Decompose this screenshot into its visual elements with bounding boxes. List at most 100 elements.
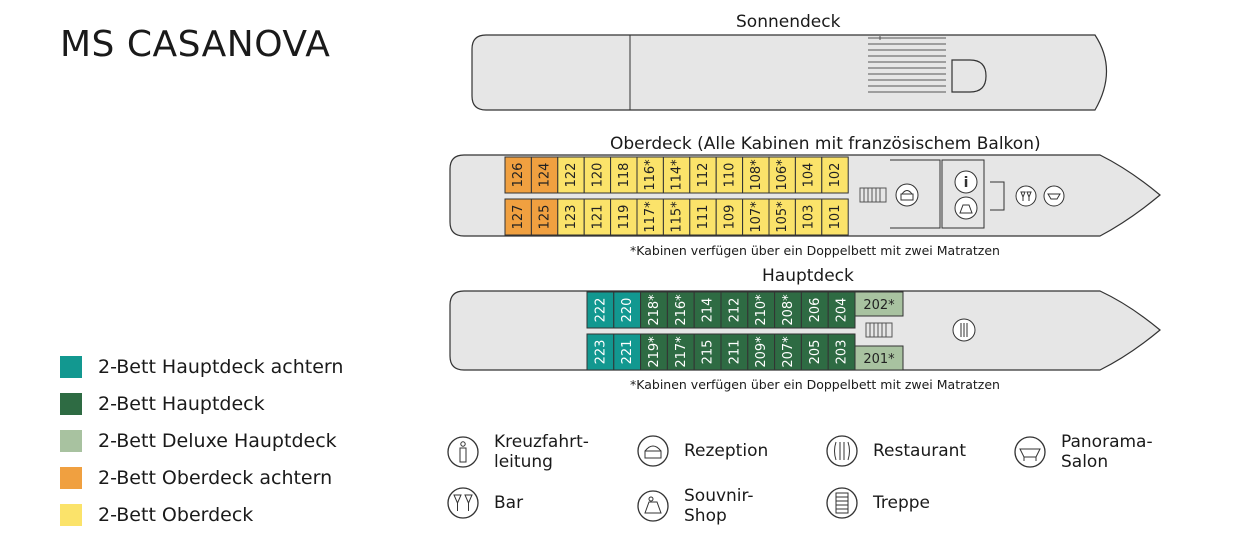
cabin-number: 204	[835, 298, 850, 323]
cabin-number: 212	[727, 298, 742, 323]
legend-label: 2-Bett Hauptdeck achtern	[98, 355, 344, 378]
cabin-number: 109	[722, 205, 737, 230]
oberdeck-door	[990, 181, 1005, 211]
cabin-number: 214	[701, 298, 716, 323]
legend-swatch	[60, 466, 82, 489]
legend-label: 2-Bett Oberdeck	[98, 503, 254, 526]
key-stairs: Treppe	[825, 486, 930, 520]
key-panorama-salon: Panorama-Salon	[1013, 432, 1171, 472]
cabin: 104	[794, 156, 823, 194]
sonnendeck-title: Sonnendeck	[736, 12, 841, 32]
cabin: 123	[557, 198, 585, 236]
oberdeck-hull	[449, 154, 1161, 237]
cabin-number: 209*	[754, 336, 769, 368]
hauptdeck-note: *Kabinen verfügen über ein Doppelbett mi…	[630, 377, 1000, 392]
oberdeck-note: *Kabinen verfügen über ein Doppelbett mi…	[630, 243, 1000, 258]
cabin: 211	[720, 333, 749, 371]
shop-icon	[637, 490, 669, 522]
cabin-number: 220	[620, 298, 635, 323]
cabin-deluxe: 202*	[854, 291, 904, 317]
cabin-number: 208*	[781, 294, 796, 326]
cabin-number: 112	[696, 163, 711, 188]
cabin-number: 206	[808, 298, 823, 323]
cabin: 209*	[747, 333, 776, 371]
cabin-number: 205	[808, 340, 823, 365]
key-label: Panorama-Salon	[1061, 432, 1153, 472]
hauptdeck-stairs	[865, 322, 893, 338]
cabin: 106*	[768, 156, 796, 194]
cabin-number: 121	[590, 205, 605, 230]
cabin-number: 201*	[863, 352, 895, 367]
cabin-number: 127	[511, 205, 526, 230]
cabin-number: 221	[620, 340, 635, 365]
legend-label: 2-Bett Oberdeck achtern	[98, 466, 333, 489]
cabin: 101	[821, 198, 849, 236]
cabin: 120	[583, 156, 612, 194]
key-label: Restaurant	[873, 441, 967, 461]
cabin: 218*	[640, 291, 668, 329]
cabin-number: 207*	[781, 336, 796, 368]
legend-item: 2-Bett Deluxe Hauptdeck	[60, 422, 343, 459]
cabin-number: 223	[593, 340, 608, 365]
cabin: 220	[613, 291, 642, 329]
panorama-salon-icon	[1014, 436, 1046, 468]
shop-icon-oberdeck	[954, 196, 978, 220]
key-restaurant: Restaurant	[825, 434, 966, 468]
cabin: 105*	[768, 198, 796, 236]
cabin-number: 107*	[749, 201, 764, 233]
cabin: 210*	[747, 291, 776, 329]
cabin: 127	[504, 198, 532, 236]
key-label: Souvnir-Shop	[684, 486, 754, 526]
cabin-number: 219*	[647, 336, 662, 368]
cabin-number: 118	[617, 163, 632, 188]
legend-swatch	[60, 355, 82, 378]
oberdeck-info-area	[941, 159, 985, 229]
cabin: 203	[827, 333, 856, 371]
cabin: 204	[827, 291, 856, 329]
cabin-number: 116*	[643, 159, 658, 191]
cabin: 115*	[662, 198, 691, 236]
reception-icon-oberdeck	[895, 183, 919, 207]
hauptdeck-hull	[449, 290, 1161, 371]
cabin: 109	[715, 198, 744, 236]
cabin: 122	[557, 156, 585, 194]
cabin: 125	[530, 198, 559, 236]
cabin: 219*	[640, 333, 668, 371]
cabin-number: 101	[828, 205, 843, 230]
cabin: 206	[800, 291, 829, 329]
cabin: 217*	[666, 333, 695, 371]
cabin: 208*	[774, 291, 802, 329]
hauptdeck-title: Hauptdeck	[762, 266, 854, 286]
sonnendeck-hull	[471, 34, 1108, 111]
legend-swatch	[60, 429, 82, 452]
cabin-number: 117*	[643, 201, 658, 233]
cabin-number: 122	[564, 163, 579, 188]
cabin-number: 123	[564, 205, 579, 230]
cabin-number: 126	[511, 163, 526, 188]
cabin: 126	[504, 156, 532, 194]
panorama-icon-oberdeck	[1043, 185, 1065, 207]
cabin: 212	[720, 291, 749, 329]
cabin: 215	[693, 333, 722, 371]
legend-label: 2-Bett Deluxe Hauptdeck	[98, 429, 337, 452]
restaurant-icon	[826, 435, 858, 467]
cabin-number: 104	[802, 163, 817, 188]
legend-item: 2-Bett Oberdeck achtern	[60, 459, 343, 496]
cabin-number: 203	[835, 340, 850, 365]
key-label: Treppe	[873, 493, 931, 513]
restaurant-icon-hauptdeck	[952, 318, 976, 342]
cabin: 223	[586, 333, 615, 371]
cabin-number: 108*	[749, 159, 764, 191]
svg-text:i: i	[964, 175, 969, 191]
key-cruise-director: Kreuzfahrt-leitung	[446, 432, 604, 472]
cabin: 107*	[742, 198, 770, 236]
cabin: 111	[689, 198, 717, 236]
cabin-deluxe: 201*	[854, 345, 904, 371]
cabin: 110	[715, 156, 744, 194]
cabin-number: 115*	[670, 201, 685, 233]
cabin-number: 222	[593, 298, 608, 323]
key-shop: Souvnir-Shop	[636, 486, 794, 526]
cabin-number: 102	[828, 163, 843, 188]
cabin: 117*	[636, 198, 664, 236]
cabin-number: 110	[722, 163, 737, 188]
